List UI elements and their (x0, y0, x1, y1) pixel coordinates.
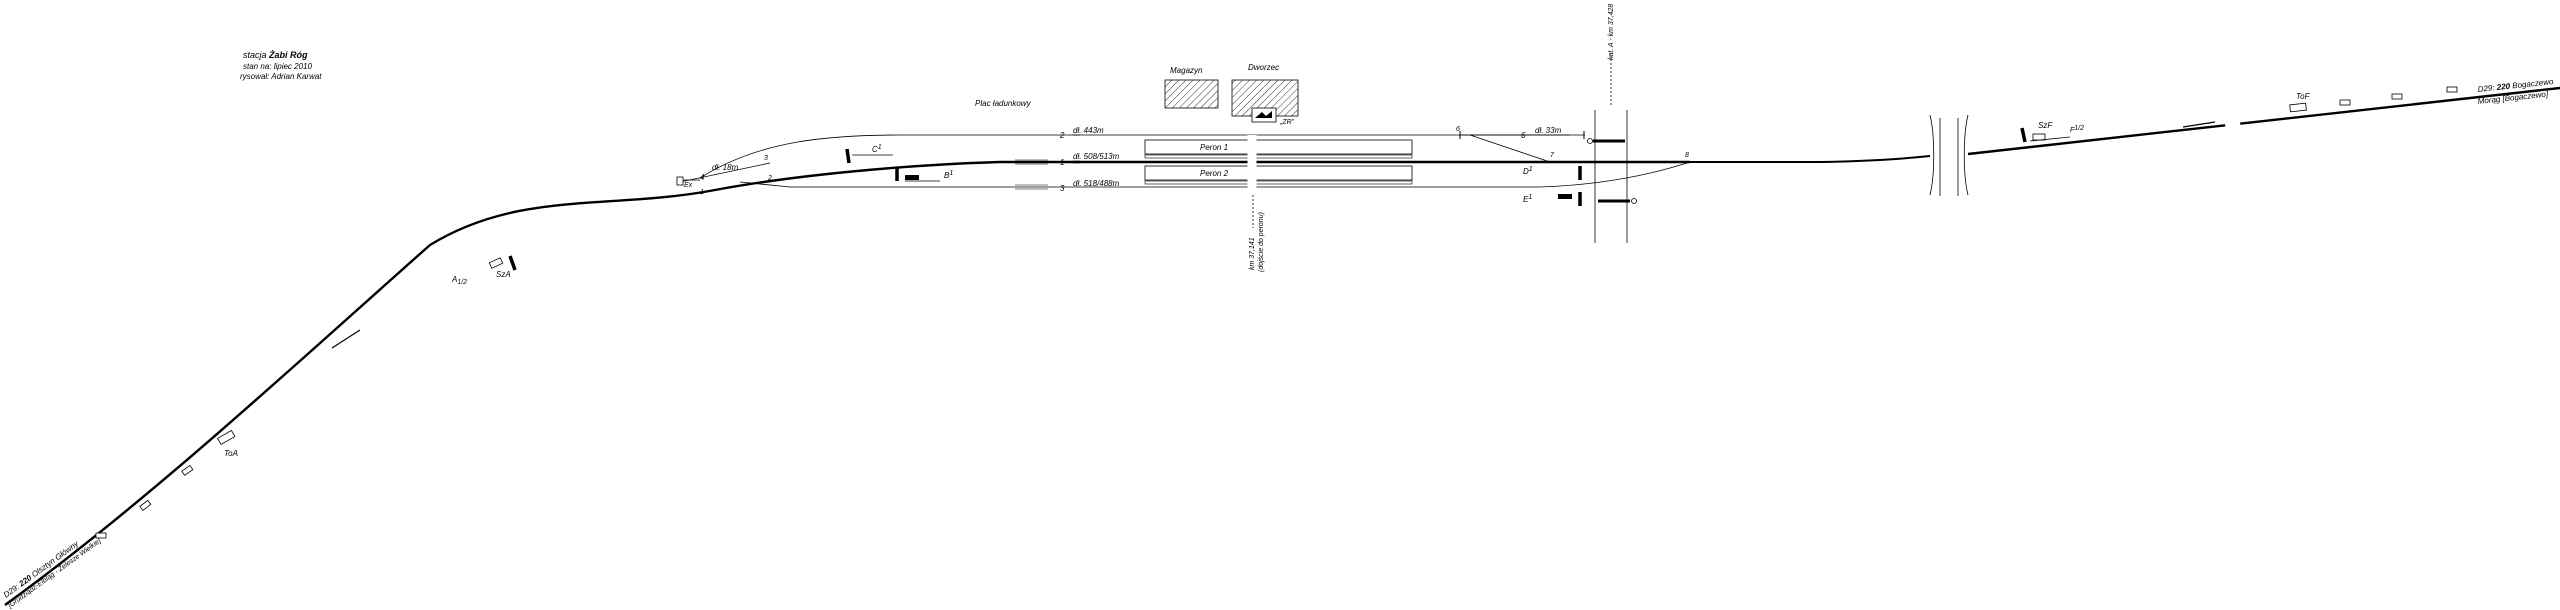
platform-1-label: Peron 1 (1200, 143, 1228, 152)
track-6-number: 6 (1521, 131, 1526, 140)
main-line-right (1690, 155, 1931, 163)
signal-C-label: C1 (872, 144, 882, 154)
signal-ToF-label: ToF (2296, 92, 2311, 101)
platform-access-note: (dojście do peronu) (1258, 212, 1265, 272)
track-3-arrow-marker (1015, 184, 1048, 190)
track-2-length: dł. 443m (1073, 126, 1104, 135)
switch-7-number: 7 (1550, 152, 1555, 159)
left-line-alt-label: [Grudziądz-Elbląg - Zelesze Wielkie] (6, 537, 103, 610)
switch-6-number: 6 (1456, 126, 1460, 133)
header-author: rysował: Adrian Karwat (240, 72, 322, 81)
signal-ToF-head (2289, 102, 2307, 113)
signal-F-post (2020, 127, 2027, 143)
signal-E-head (1558, 194, 1572, 199)
signal-SzA-head (488, 257, 504, 269)
signal-C-post (845, 148, 851, 164)
crossing-km-label: kat. A - km 37,428 (1608, 4, 1615, 60)
marker-west-3 (95, 532, 107, 539)
signal-B-label: B1 (944, 170, 953, 180)
barrier-north-pivot (1587, 138, 1593, 144)
marker-west-2 (139, 499, 152, 512)
signal-B-head (905, 175, 919, 180)
main-line-left (4, 160, 1080, 606)
signal-SzF-head (2032, 133, 2046, 141)
track-3-east-connection (1539, 161, 1691, 188)
signal-F-arrow (2029, 136, 2071, 142)
bridge-west-curve (1929, 114, 1935, 196)
track-6-length: dł. 33m (1535, 126, 1562, 135)
track-3-number: 3 (1060, 184, 1065, 193)
track-3-length: dł. 518/488m (1073, 179, 1120, 188)
main-line-far-right (1967, 86, 2560, 156)
approach-derail-east (2182, 121, 2216, 128)
track-2-number: 2 (1059, 131, 1065, 140)
switch-1-number: 1 (700, 189, 704, 196)
platform-1 (1144, 139, 1413, 155)
signal-D-label: D1 (1523, 166, 1533, 176)
track-1-number: 1 (1060, 158, 1064, 167)
platform-2-edge (1144, 180, 1413, 185)
approach-break-east (2224, 119, 2241, 127)
track-1-length: dł. 508/513m (1073, 152, 1120, 161)
track-2 (699, 134, 1570, 179)
track-6-branch (1469, 134, 1551, 163)
marker-east-2 (2391, 93, 2403, 100)
control-post-label: „ZR” (1279, 119, 1295, 126)
signal-SzF-label: SzF (2038, 121, 2053, 130)
switch-2-number: 2 (767, 175, 772, 182)
switch-3-number: 3 (764, 155, 768, 162)
signal-F-label: F1/2 (2070, 125, 2084, 134)
marker-east-1 (2339, 99, 2351, 106)
track-4-number: 4 (700, 173, 705, 182)
warehouse-label: Magazyn (1170, 66, 1203, 75)
control-box-icon (1255, 111, 1272, 118)
switch-8-number: 8 (1685, 152, 1689, 159)
signal-ToA-label: ToA (224, 449, 238, 458)
marker-east-3 (2446, 86, 2458, 93)
platform-km: km 37,141 (1249, 237, 1256, 270)
platform-2 (1144, 165, 1413, 181)
platform-1-edge (1144, 154, 1413, 159)
signal-A-post (508, 255, 517, 271)
barrier-south-pivot (1631, 198, 1637, 204)
track-4-length: dł. 18m (712, 163, 739, 172)
signal-Ex-label: Ex (684, 182, 693, 189)
left-line-label: D29: 220 Olsztyn Główny (2, 539, 81, 600)
track-4 (679, 162, 771, 183)
track-1-arrow-marker (1015, 159, 1048, 165)
signal-ToA-head (217, 429, 236, 446)
approach-break-west (298, 367, 314, 383)
header-station: stacja Żabi Róg (243, 50, 308, 60)
marker-west-1 (181, 464, 194, 476)
track-3 (739, 181, 1540, 188)
signal-SzA-label: SzA (496, 270, 511, 279)
loading-yard-label: Plac ładunkowy (975, 99, 1032, 108)
warehouse-building (1164, 79, 1219, 109)
signal-Ex-head (676, 176, 684, 186)
signal-A-label: A1/2 (451, 275, 467, 286)
platform-2-label: Peron 2 (1200, 169, 1229, 178)
station-building-label: Dworzec (1248, 63, 1279, 72)
bridge-east-curve (1963, 114, 1969, 196)
header-status-date: stan na: lipiec 2010 (243, 62, 312, 71)
signal-E-label: E1 (1523, 194, 1532, 204)
approach-derail-west (331, 329, 361, 349)
